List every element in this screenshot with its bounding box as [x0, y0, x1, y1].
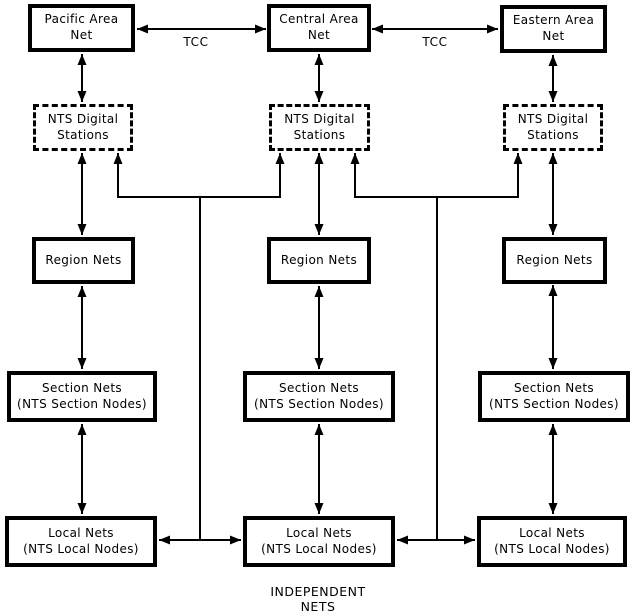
node-label: Local Nets (NTS Local Nodes)	[494, 525, 610, 556]
node-section-nets-eastern: Section Nets (NTS Section Nodes)	[478, 371, 630, 422]
independent-nets-label: INDEPENDENT NETS	[252, 584, 384, 612]
node-central-area-net: Central Area Net	[267, 4, 371, 52]
node-label: Region Nets	[516, 252, 593, 267]
node-label: Region Nets	[45, 252, 122, 267]
node-nts-digital-stations-eastern: NTS Digital Stations	[503, 104, 603, 151]
node-label: NTS Digital Stations	[284, 111, 355, 142]
node-eastern-area-net: Eastern Area Net	[500, 5, 607, 53]
node-region-nets-central: Region Nets	[267, 237, 371, 284]
node-label: Central Area Net	[279, 12, 359, 42]
node-nts-digital-stations-central: NTS Digital Stations	[269, 104, 370, 151]
node-label: Section Nets (NTS Section Nodes)	[254, 380, 384, 411]
node-label: Local Nets (NTS Local Nodes)	[23, 525, 139, 556]
node-region-nets-eastern: Region Nets	[502, 237, 607, 284]
node-region-nets-pacific: Region Nets	[32, 237, 135, 284]
tcc-label-right: TCC	[422, 35, 448, 49]
node-nts-digital-stations-pacific: NTS Digital Stations	[33, 104, 133, 151]
node-label: Region Nets	[280, 252, 358, 267]
node-local-nets-central: Local Nets (NTS Local Nodes)	[243, 516, 395, 567]
tcc-label-left: TCC	[183, 35, 209, 49]
node-label: Eastern Area Net	[512, 13, 595, 43]
node-label: Section Nets (NTS Section Nodes)	[17, 380, 147, 411]
node-pacific-area-net: Pacific Area Net	[28, 4, 135, 52]
node-label: NTS Digital Stations	[47, 111, 119, 142]
node-label: NTS Digital Stations	[517, 111, 589, 142]
node-section-nets-central: Section Nets (NTS Section Nodes)	[243, 371, 395, 422]
node-label: Pacific Area Net	[44, 12, 119, 42]
node-local-nets-eastern: Local Nets (NTS Local Nodes)	[477, 516, 627, 567]
node-section-nets-pacific: Section Nets (NTS Section Nodes)	[7, 371, 157, 422]
node-local-nets-pacific: Local Nets (NTS Local Nodes)	[5, 516, 157, 567]
node-label: Local Nets (NTS Local Nodes)	[261, 525, 377, 556]
node-label: Section Nets (NTS Section Nodes)	[489, 380, 619, 411]
